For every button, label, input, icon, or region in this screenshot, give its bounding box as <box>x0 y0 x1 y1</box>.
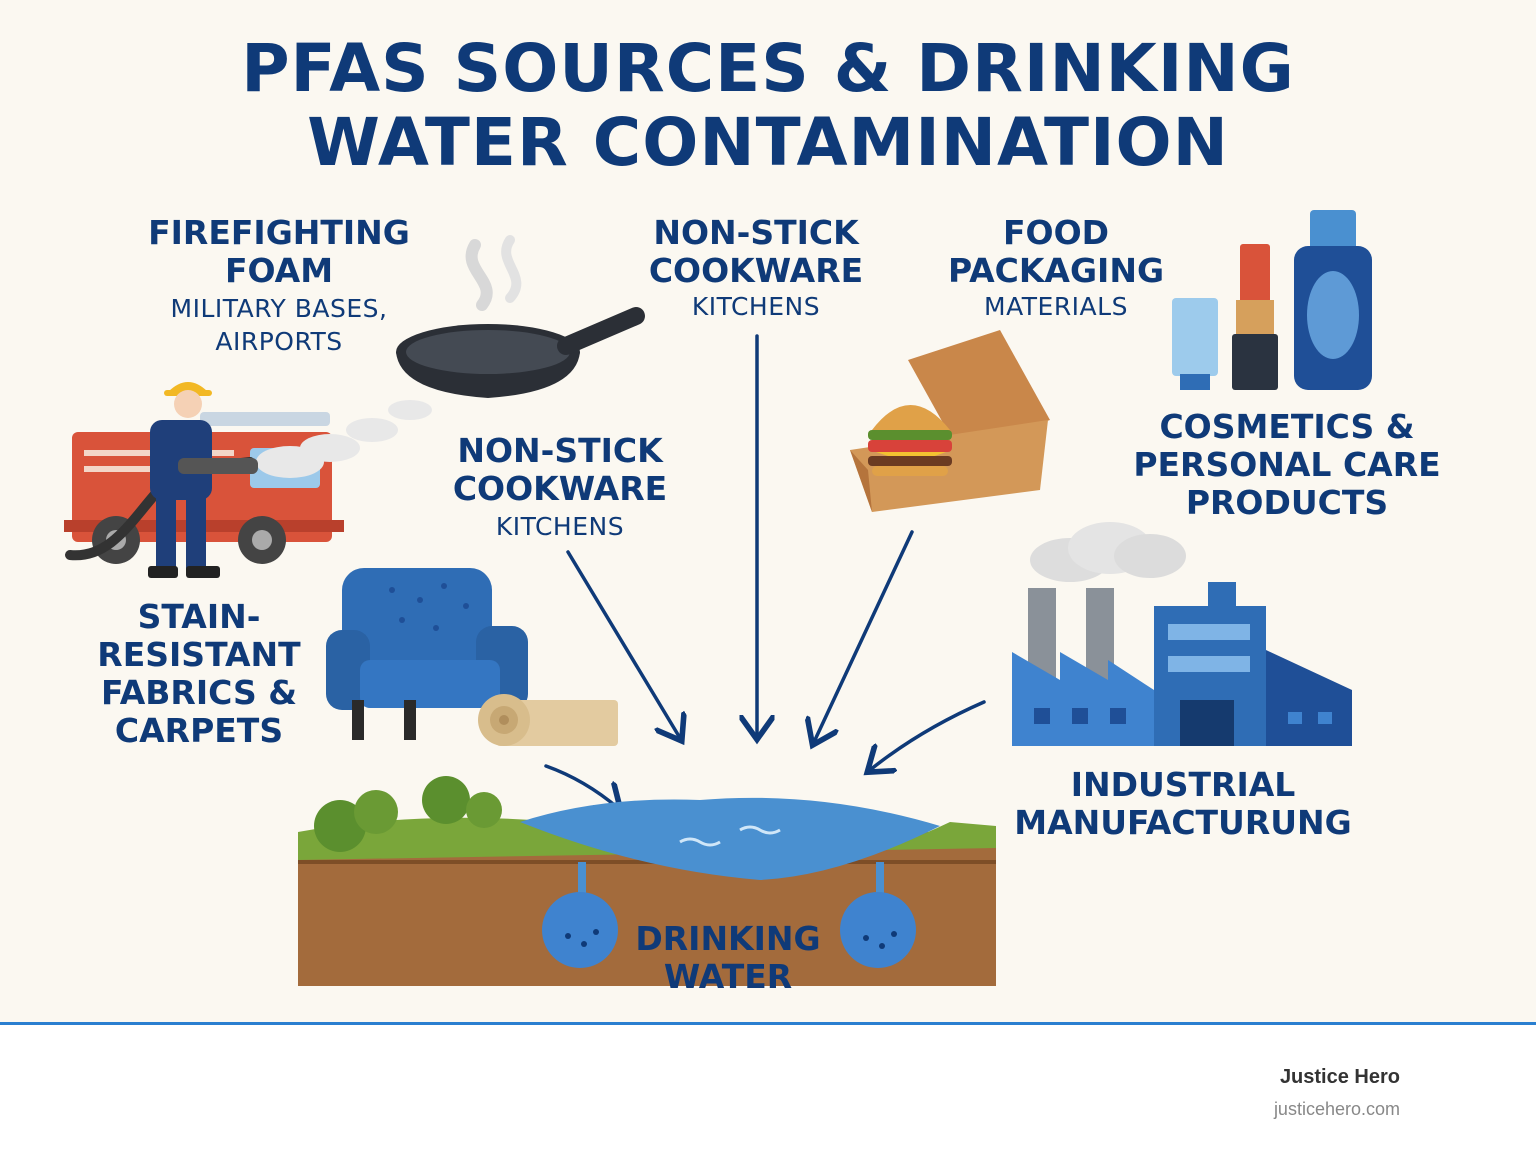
label-stain-resistant-fabrics: STAIN- RESISTANT FABRICS & CARPETS <box>86 598 312 750</box>
flow-arrows <box>544 334 986 808</box>
drinking-water-line-1: DRINKING <box>635 919 821 958</box>
burger-box-icon <box>850 330 1050 512</box>
drinking-water-line-2: WATER <box>663 957 793 996</box>
page-title: PFAS SOURCES & DRINKING WATER CONTAMINAT… <box>0 32 1536 180</box>
industrial-line-1: INDUSTRIAL <box>1070 765 1296 804</box>
fabrics-line-4: CARPETS <box>114 711 284 750</box>
firefighting-sub-line-2: AIRPORTS <box>215 327 343 356</box>
label-firefighting-foam: FIREFIGHTING FOAM <box>130 214 428 290</box>
food-packaging-title-line-2: PACKAGING <box>947 251 1165 290</box>
label-industrial-manufacturing: INDUSTRIAL MANUFACTURUNG <box>1010 766 1356 842</box>
title-line-2: WATER CONTAMINATION <box>307 104 1229 181</box>
cosmetics-line-1: COSMETICS & <box>1159 407 1415 446</box>
fabrics-line-2: RESISTANT <box>97 635 301 674</box>
firefighting-title-line-2: FOAM <box>224 251 334 290</box>
carpet-roll-icon <box>478 694 618 746</box>
label-food-packaging: FOOD PACKAGING <box>930 214 1182 290</box>
food-packaging-title-line-1: FOOD <box>1002 213 1110 252</box>
cosmetics-line-2: PERSONAL CARE <box>1133 445 1441 484</box>
arrow-fabrics <box>544 764 618 808</box>
firefighting-title-line-1: FIREFIGHTING <box>148 213 410 252</box>
label-nonstick-cookware-mid: NON-STICK COOKWARE <box>436 432 684 508</box>
footer-brand: Justice Hero <box>1279 1066 1400 1088</box>
nonstick-mid-title-line-1: NON-STICK <box>457 431 663 470</box>
cosmetics-icon <box>1172 210 1372 390</box>
label-drinking-water: DRINKING WATER <box>600 920 856 996</box>
armchair-icon <box>326 568 528 740</box>
sublabel-nonstick-top: KITCHENS <box>691 292 821 321</box>
industrial-line-2: MANUFACTURUNG <box>1014 803 1352 842</box>
arrow-food-packaging <box>814 530 914 742</box>
sublabel-food-packaging: MATERIALS <box>984 292 1128 321</box>
sublabel-nonstick-mid: KITCHENS <box>495 512 625 541</box>
firefighter-icon <box>148 382 258 578</box>
firefighting-sub-line-1: MILITARY BASES, <box>170 294 388 323</box>
cosmetics-line-3: PRODUCTS <box>1185 483 1389 522</box>
arrow-nonstick-mid <box>566 550 680 738</box>
nonstick-mid-title-line-2: COOKWARE <box>452 469 668 508</box>
foam-spray-icon <box>256 400 432 478</box>
nonstick-top-title-line-2: COOKWARE <box>648 251 864 290</box>
footer-divider <box>0 1022 1536 1025</box>
fabrics-line-3: FABRICS & <box>100 673 297 712</box>
title-line-1: PFAS SOURCES & DRINKING <box>241 30 1295 107</box>
ground-water-icon <box>298 776 996 986</box>
arrow-industrial <box>870 700 986 770</box>
footer <box>0 1025 1536 1154</box>
sublabel-firefighting: MILITARY BASES, AIRPORTS <box>130 292 428 358</box>
frying-pan-icon <box>396 235 645 398</box>
fabrics-line-1: STAIN- <box>137 597 261 636</box>
nonstick-top-title-line-1: NON-STICK <box>653 213 859 252</box>
label-cosmetics: COSMETICS & PERSONAL CARE PRODUCTS <box>1120 408 1454 522</box>
footer-url[interactable]: justicehero.com <box>1273 1099 1400 1119</box>
factory-icon <box>1012 522 1352 746</box>
illustration-canvas <box>64 210 1372 986</box>
label-nonstick-cookware-top: NON-STICK COOKWARE <box>632 214 880 290</box>
